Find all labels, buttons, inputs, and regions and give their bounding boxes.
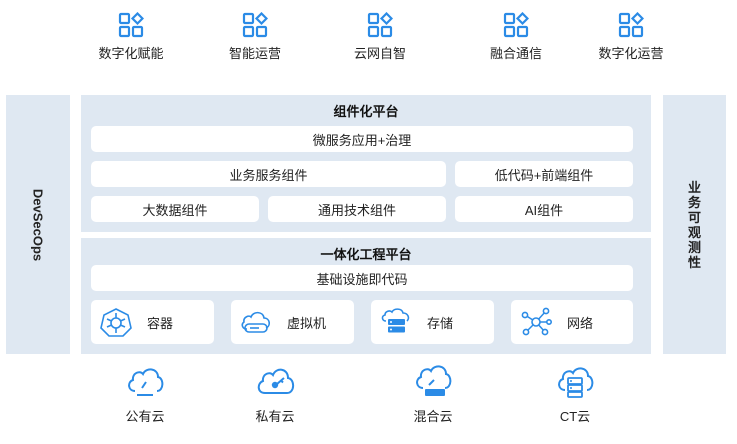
grid-icon xyxy=(503,12,529,38)
network-card: 网络 xyxy=(511,300,633,344)
card-label: 业务服务组件 xyxy=(229,167,308,183)
card-label: 通用技术组件 xyxy=(317,202,396,218)
network-icon xyxy=(521,307,552,336)
card-label: AI组件 xyxy=(524,202,564,218)
iac-card: 基础设施即代码 xyxy=(91,265,633,291)
vm-card: 虚拟机 xyxy=(231,300,354,344)
public-cloud-icon xyxy=(128,368,164,396)
ai-component-card: AI组件 xyxy=(455,196,633,222)
storage-icon xyxy=(381,308,410,333)
capability-label: 数字化赋能 xyxy=(98,46,164,61)
kubernetes-icon xyxy=(100,308,132,337)
devsecops-label: DevSecOps xyxy=(30,188,46,261)
card-label: 存储 xyxy=(427,315,454,331)
devsecops-pillar: DevSecOps xyxy=(6,95,70,354)
observability-pillar: 业务可观测性 xyxy=(663,95,726,354)
cloud-label: 混合云 xyxy=(413,409,453,424)
cloud-label: 私有云 xyxy=(255,409,295,424)
capability-cloud-network: 云网自智 xyxy=(330,12,430,63)
card-label: 大数据组件 xyxy=(142,202,208,218)
container-card: 容器 xyxy=(91,300,214,344)
hybrid-cloud-icon xyxy=(416,365,452,396)
ct-cloud-icon xyxy=(558,367,594,398)
card-label: 容器 xyxy=(147,315,174,331)
observability-label: 业务可观测性 xyxy=(687,179,701,270)
component-platform-title: 组件化平台 xyxy=(333,104,399,119)
card-label: 虚拟机 xyxy=(287,315,327,331)
hybrid-cloud: 混合云 xyxy=(388,364,478,426)
card-label: 微服务应用+治理 xyxy=(312,132,412,148)
storage-card: 存储 xyxy=(371,300,494,344)
capability-smart-operation: 智能运营 xyxy=(205,12,305,63)
card-label: 基础设施即代码 xyxy=(316,271,408,287)
capability-label: 数字化运营 xyxy=(598,46,664,61)
public-cloud: 公有云 xyxy=(100,364,190,426)
grid-icon xyxy=(242,12,268,38)
card-label: 网络 xyxy=(567,315,594,331)
capability-label: 云网自智 xyxy=(353,46,406,61)
grid-icon xyxy=(367,12,393,38)
private-cloud-icon xyxy=(257,368,295,394)
capability-label: 智能运营 xyxy=(228,46,281,61)
business-service-card: 业务服务组件 xyxy=(91,161,446,187)
cloud-label: 公有云 xyxy=(125,409,165,424)
cloud-label: CT云 xyxy=(559,409,591,424)
integrated-platform-title: 一体化工程平台 xyxy=(320,247,412,262)
microservice-card: 微服务应用+治理 xyxy=(91,126,633,152)
general-tech-card: 通用技术组件 xyxy=(268,196,446,222)
private-cloud: 私有云 xyxy=(230,364,320,426)
bigdata-card: 大数据组件 xyxy=(91,196,259,222)
capability-digital-operation: 数字化运营 xyxy=(581,12,681,63)
lowcode-frontend-card: 低代码+前端组件 xyxy=(455,161,633,187)
capability-digital-empowerment: 数字化赋能 xyxy=(81,12,181,63)
component-platform: 组件化平台 微服务应用+治理 业务服务组件 低代码+前端组件 大数据组件 通用技… xyxy=(81,95,651,232)
capability-converged-comm: 融合通信 xyxy=(466,12,566,63)
ct-cloud: CT云 xyxy=(530,364,620,426)
grid-icon xyxy=(118,12,144,38)
grid-icon xyxy=(618,12,644,38)
integrated-platform: 一体化工程平台 基础设施即代码 容器 虚拟机 xyxy=(81,238,651,354)
card-label: 低代码+前端组件 xyxy=(494,167,594,183)
virtual-machine-icon xyxy=(241,311,270,333)
capability-label: 融合通信 xyxy=(489,46,542,61)
